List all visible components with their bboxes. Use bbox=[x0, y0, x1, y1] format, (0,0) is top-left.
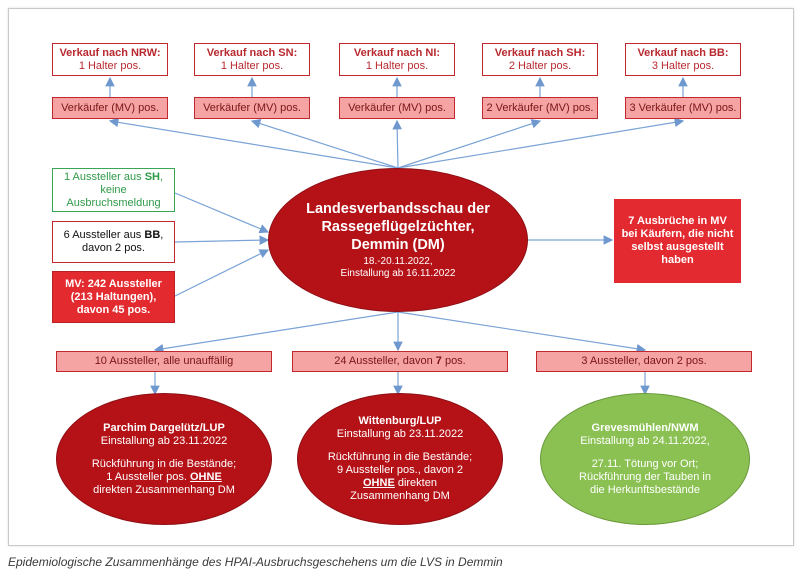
location-text: Rückführung in die Bestände; bbox=[91, 457, 237, 470]
exhibitor-text: 1 Aussteller aus bbox=[63, 170, 145, 183]
outbreak-box: 7 Ausbrüche in MV bei Käufern, die nicht… bbox=[614, 199, 741, 283]
location-text: die Herkunftsbestände bbox=[589, 483, 701, 496]
outbreak-text: selbst ausgestellt bbox=[631, 241, 724, 253]
destination-sub: 1 Halter pos. bbox=[365, 59, 429, 72]
location-title: Wittenburg/LUP bbox=[358, 415, 442, 427]
arrow-center-seller-3 bbox=[392, 119, 402, 169]
arrow-sh-center bbox=[174, 192, 270, 234]
seller-box-2: Verkäufer (MV) pos. bbox=[194, 97, 310, 119]
location-text: 9 Aussteller pos., davon 2 bbox=[337, 464, 463, 476]
show-date: 18.-20.11.2022, bbox=[363, 256, 433, 267]
location-stalling: Einstallung ab 23.11.2022 bbox=[336, 428, 464, 440]
location-text: 27.11. Tötung vor Ort; bbox=[591, 457, 699, 470]
location-wittenburg-ellipse: Wittenburg/LUP Einstallung ab 23.11.2022… bbox=[297, 393, 503, 525]
arrow-center-seller-5 bbox=[397, 117, 685, 169]
arrow-center-seller-1 bbox=[108, 117, 399, 169]
exhibitor-text: davon 2 pos. bbox=[82, 242, 145, 254]
location-emphasis: OHNE bbox=[363, 477, 395, 489]
exhibitor-sh-box: 1 Aussteller aus SH, keine Ausbruchsmeld… bbox=[52, 168, 175, 212]
location-text: Rückführung in die Bestände; bbox=[327, 451, 473, 463]
arrow-center-seller-2 bbox=[250, 119, 399, 169]
destination-sn: Verkauf nach SN: 1 Halter pos. bbox=[194, 43, 310, 76]
seller-label: Verkäufer (MV) pos. bbox=[348, 101, 446, 114]
exhibitor-text: davon 45 pos. bbox=[76, 303, 151, 316]
show-stalling: Einstallung ab 16.11.2022 bbox=[340, 268, 456, 279]
destination-title: Verkauf nach SN: bbox=[206, 46, 298, 59]
figure-caption: Epidemiologische Zusammenhänge des HPAI-… bbox=[8, 555, 503, 569]
outbreak-text: 7 Ausbrüche in MV bbox=[628, 215, 727, 227]
destination-title: Verkauf nach SH: bbox=[494, 46, 586, 59]
location-text: Zusammenhang DM bbox=[350, 490, 450, 502]
location-stalling: Einstallung ab 23.11.2022 bbox=[100, 434, 228, 447]
exhibitor-state: BB bbox=[144, 229, 161, 241]
location-text: direkten bbox=[394, 477, 437, 489]
outbreak-text: bei Käufern, die nicht bbox=[621, 228, 734, 240]
destination-bb: Verkauf nach BB: 3 Halter pos. bbox=[625, 43, 741, 76]
arrow-center-seller-4 bbox=[397, 119, 542, 169]
location-parchim-ellipse: Parchim Dargelütz/LUP Einstallung ab 23.… bbox=[56, 393, 272, 525]
central-show-ellipse: Landesverbandsschau der Rassegeflügelzüc… bbox=[268, 168, 528, 312]
destination-sub: 1 Halter pos. bbox=[220, 59, 284, 72]
band-box-3: 3 Aussteller, davon 2 pos. bbox=[536, 351, 752, 372]
seller-label: Verkäufer (MV) pos. bbox=[61, 101, 159, 114]
band-box-1: 10 Aussteller, alle unauffällig bbox=[56, 351, 272, 372]
exhibitor-mv-box: MV: 242 Aussteller (213 Haltungen), davo… bbox=[52, 271, 175, 323]
seller-box-4: 2 Verkäufer (MV) pos. bbox=[482, 97, 598, 119]
exhibitor-text: 6 Aussteller aus bbox=[63, 229, 145, 241]
seller-label: 3 Verkäufer (MV) pos. bbox=[629, 101, 737, 114]
location-title: Grevesmühlen/NWM bbox=[591, 421, 699, 434]
show-title-line: Demmin (DM) bbox=[351, 237, 445, 253]
show-title-line: Landesverbandsschau der bbox=[306, 201, 490, 217]
exhibitor-text: Ausbruchsmeldung bbox=[66, 196, 161, 209]
destination-sub: 1 Halter pos. bbox=[78, 59, 142, 72]
band-count: 7 bbox=[435, 355, 442, 367]
location-text: direkten Zusammenhang DM bbox=[93, 483, 235, 496]
seller-box-1: Verkäufer (MV) pos. bbox=[52, 97, 168, 119]
arrow-center-band-1 bbox=[153, 311, 399, 354]
exhibitor-text: keine bbox=[100, 183, 127, 196]
seller-box-5: 3 Verkäufer (MV) pos. bbox=[625, 97, 741, 119]
location-grevesmuehlen-ellipse: Grevesmühlen/NWM Einstallung ab 24.11.20… bbox=[540, 393, 750, 525]
outbreak-text: haben bbox=[661, 254, 694, 266]
destination-title: Verkauf nach NI: bbox=[353, 46, 441, 59]
arrow-bb-center bbox=[174, 235, 270, 245]
destination-ni: Verkauf nach NI: 1 Halter pos. bbox=[339, 43, 455, 76]
destination-nrw: Verkauf nach NRW: 1 Halter pos. bbox=[52, 43, 168, 76]
location-text: Rückführung der Tauben in bbox=[579, 470, 711, 483]
seller-label: 2 Verkäufer (MV) pos. bbox=[486, 101, 594, 114]
destination-title: Verkauf nach NRW: bbox=[59, 46, 161, 59]
exhibitor-state: SH bbox=[144, 170, 160, 183]
band-label: 3 Aussteller, davon 2 pos. bbox=[581, 355, 707, 367]
seller-box-3: Verkäufer (MV) pos. bbox=[339, 97, 455, 119]
band-label: 10 Aussteller, alle unauffällig bbox=[94, 355, 234, 367]
location-text: 1 Aussteller pos. bbox=[106, 470, 190, 483]
destination-sh: Verkauf nach SH: 2 Halter pos. bbox=[482, 43, 598, 76]
location-stalling: Einstallung ab 24.11.2022, bbox=[580, 434, 710, 447]
show-title-line: Rassegeflügelzüchter, bbox=[321, 219, 475, 235]
arrow-center-band-3 bbox=[397, 311, 647, 354]
location-title: Parchim Dargelütz/LUP bbox=[103, 421, 225, 434]
destination-title: Verkauf nach BB: bbox=[637, 46, 729, 59]
exhibitor-text: MV: 242 Aussteller bbox=[65, 277, 162, 290]
location-emphasis: OHNE bbox=[190, 470, 222, 483]
band-box-2: 24 Aussteller, davon 7 pos. bbox=[292, 351, 508, 372]
arrow-mv-center bbox=[174, 249, 270, 297]
exhibitor-text: (213 Haltungen), bbox=[70, 290, 157, 303]
seller-label: Verkäufer (MV) pos. bbox=[203, 101, 301, 114]
destination-sub: 3 Halter pos. bbox=[651, 59, 715, 72]
destination-sub: 2 Halter pos. bbox=[508, 59, 572, 72]
band-label: 24 Aussteller, davon bbox=[334, 355, 436, 367]
exhibitor-bb-box: 6 Aussteller aus BB, davon 2 pos. bbox=[52, 221, 175, 263]
